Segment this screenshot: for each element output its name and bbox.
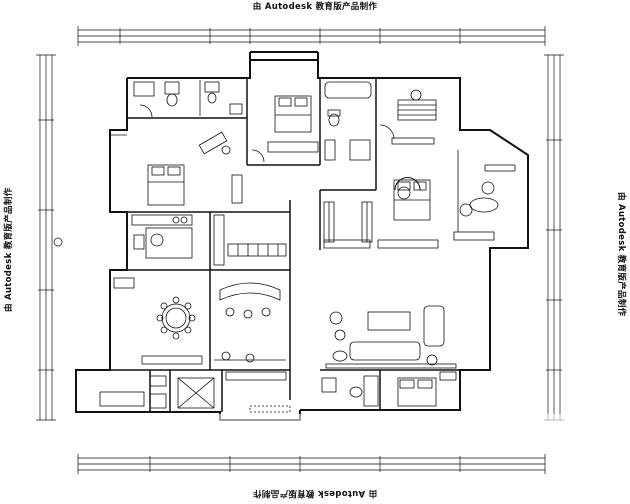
bedroom-left <box>110 131 243 206</box>
watermark-band <box>160 414 580 440</box>
foyer <box>214 282 286 363</box>
dimension-lines-right <box>544 54 564 421</box>
bathroom-top-left <box>133 80 243 118</box>
living-room <box>325 305 457 369</box>
watermark-top: 由 Autodesk 教育版产品制作 <box>252 2 378 12</box>
elevator-core <box>177 371 291 413</box>
wardrobe-center <box>323 201 439 249</box>
bedroom-bottom-right <box>321 371 457 407</box>
dimension-lines-bottom <box>77 454 546 474</box>
kitchen <box>131 214 287 266</box>
dimension-lines-top <box>77 26 546 46</box>
dimension-lines-left <box>36 54 63 421</box>
bedroom-right-bay <box>393 150 516 241</box>
room-bottom-left <box>99 375 167 409</box>
study-top-right <box>379 89 437 145</box>
interior-walls <box>110 78 460 412</box>
bathroom-top-center <box>324 81 372 161</box>
bedroom-top-center <box>251 95 319 163</box>
dining-room <box>113 277 203 365</box>
